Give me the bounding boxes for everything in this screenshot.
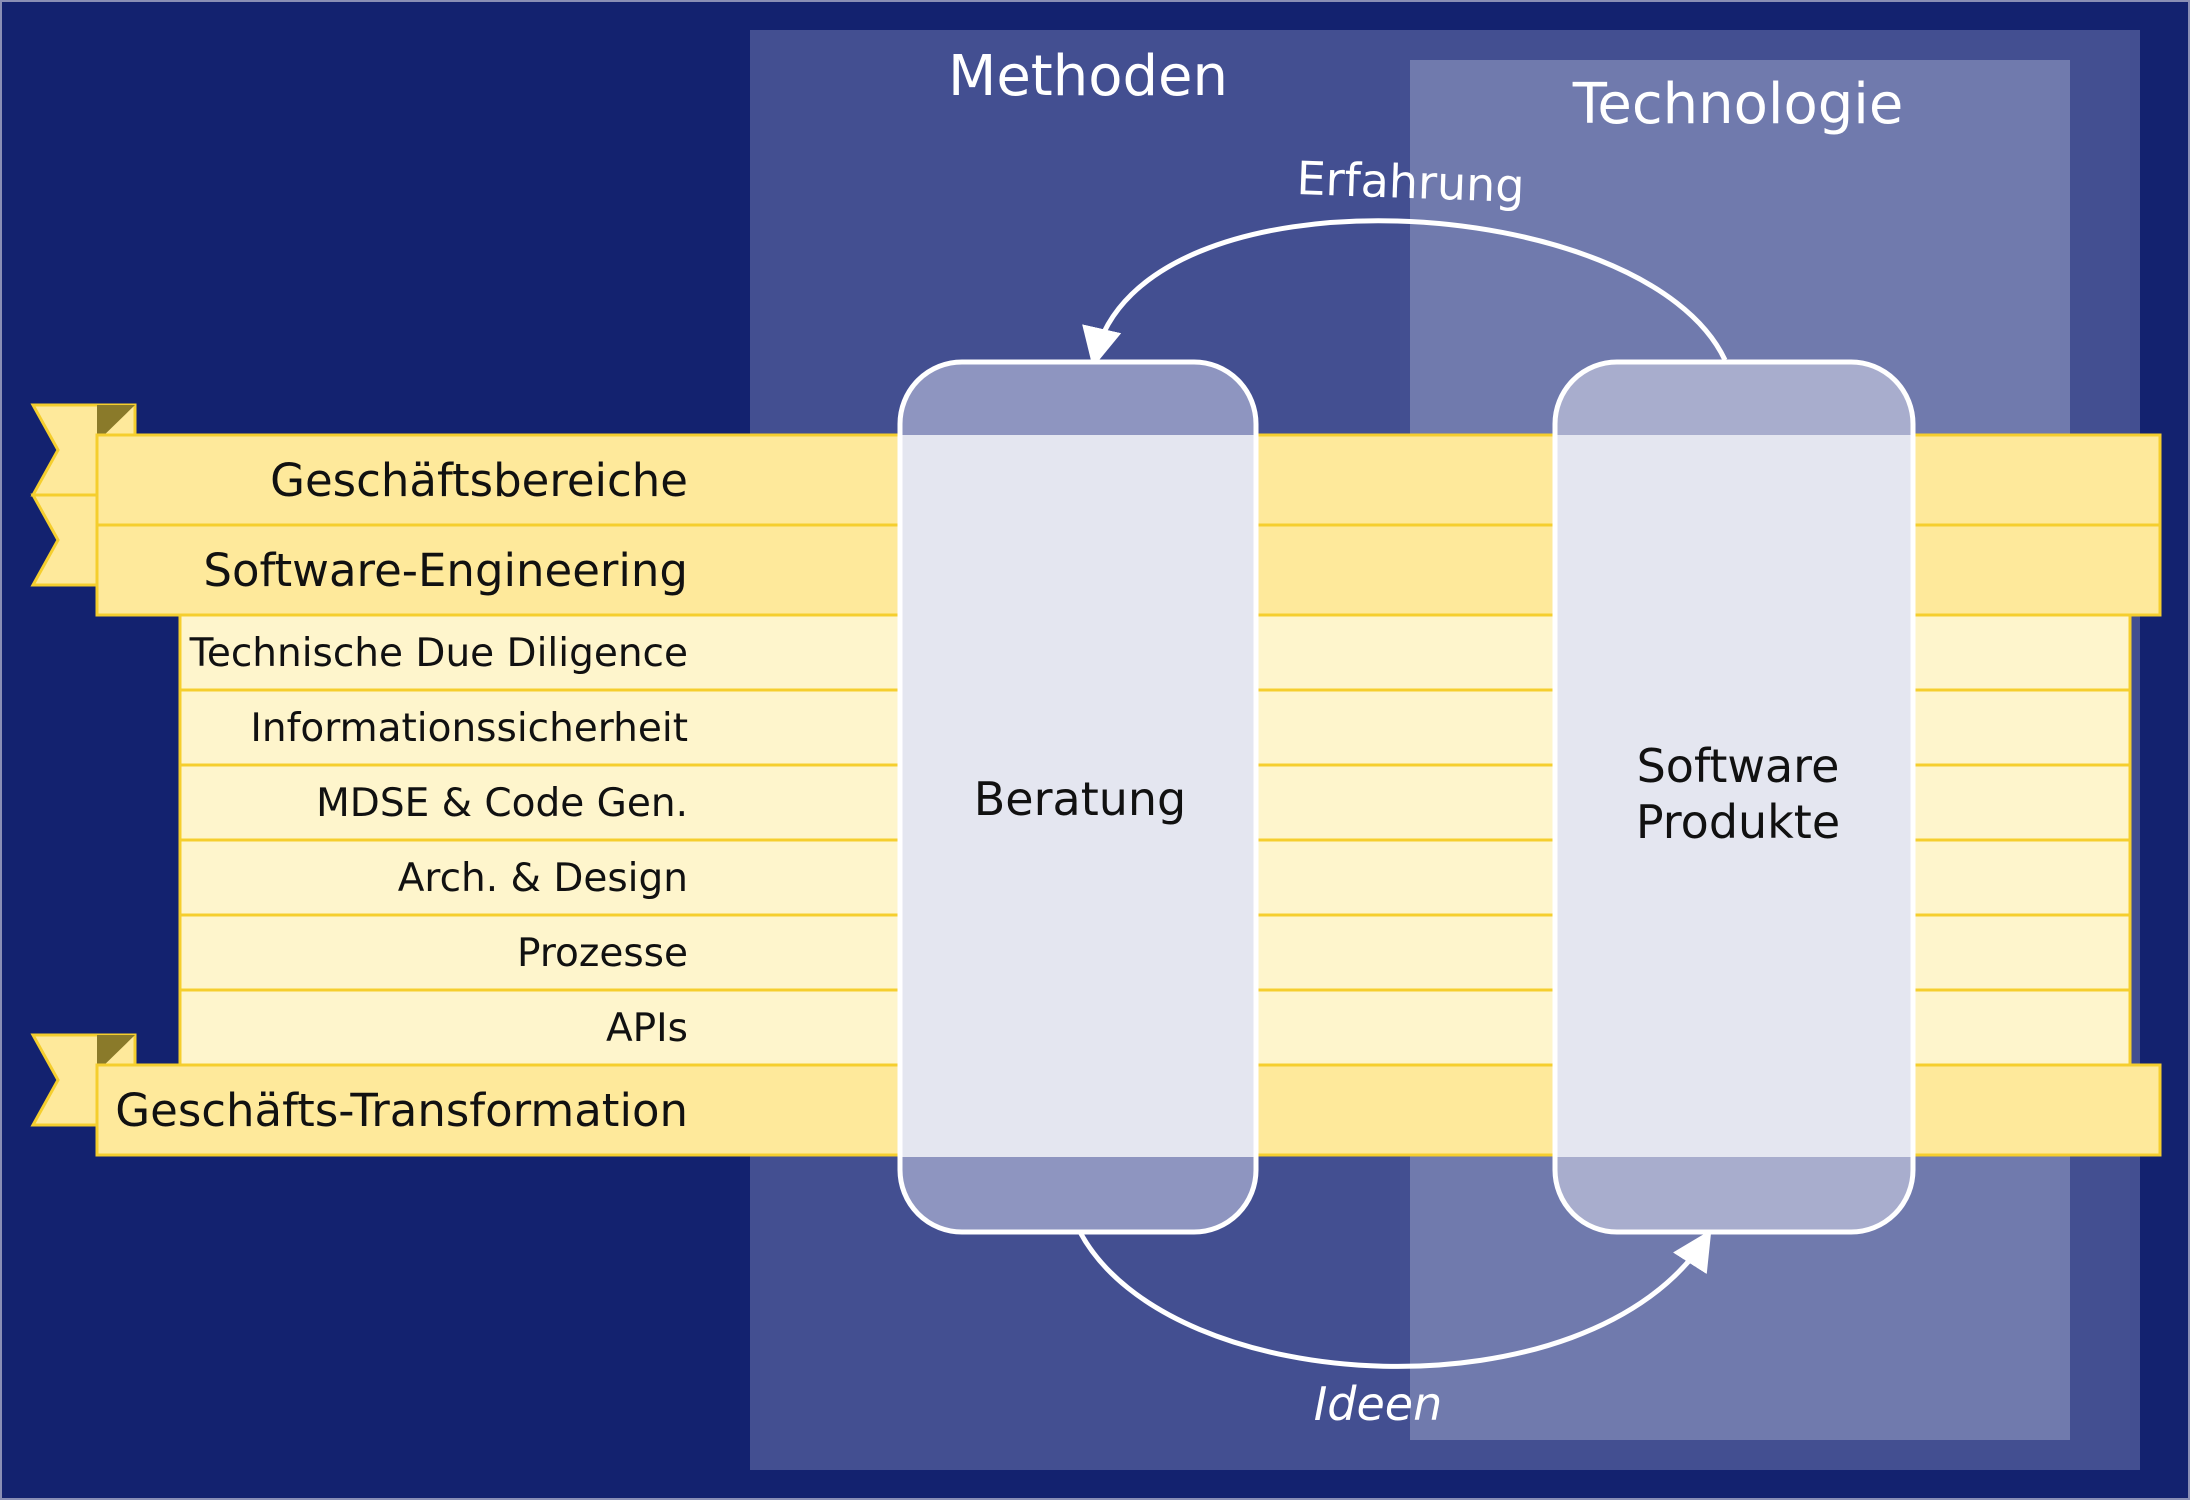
- technology-title: Technologie: [1572, 72, 1904, 137]
- pillar-label-line: Beratung: [974, 772, 1187, 826]
- experience-arrow: [1082, 218, 1728, 368]
- pillar-label-line: Produkte: [1636, 795, 1840, 849]
- ideas-label: Ideen: [1314, 1377, 1443, 1431]
- topic-label: Prozesse: [517, 931, 688, 976]
- business-transformation-label: Geschäfts-Transformation: [115, 1084, 688, 1137]
- topic-label: MDSE & Code Gen.: [316, 781, 688, 826]
- consulting-pillar: Beratung: [897, 359, 1259, 1235]
- topic-label: Arch. & Design: [398, 856, 688, 901]
- pillar-label-line: Software: [1637, 739, 1840, 793]
- software-engineering-label: Software-Engineering: [203, 544, 688, 597]
- methods-title: Methoden: [948, 44, 1228, 109]
- consulting-label: Beratung: [974, 772, 1187, 826]
- experience-label: Erfahrung: [1296, 151, 1526, 213]
- topic-label: APIs: [606, 1006, 688, 1051]
- topic-label: Informationssicherheit: [250, 706, 688, 751]
- ideas-arrow: [1077, 1229, 1712, 1369]
- business-areas-label: Geschäftsbereiche: [270, 454, 688, 507]
- topic-label: Technische Due Diligence: [189, 631, 688, 676]
